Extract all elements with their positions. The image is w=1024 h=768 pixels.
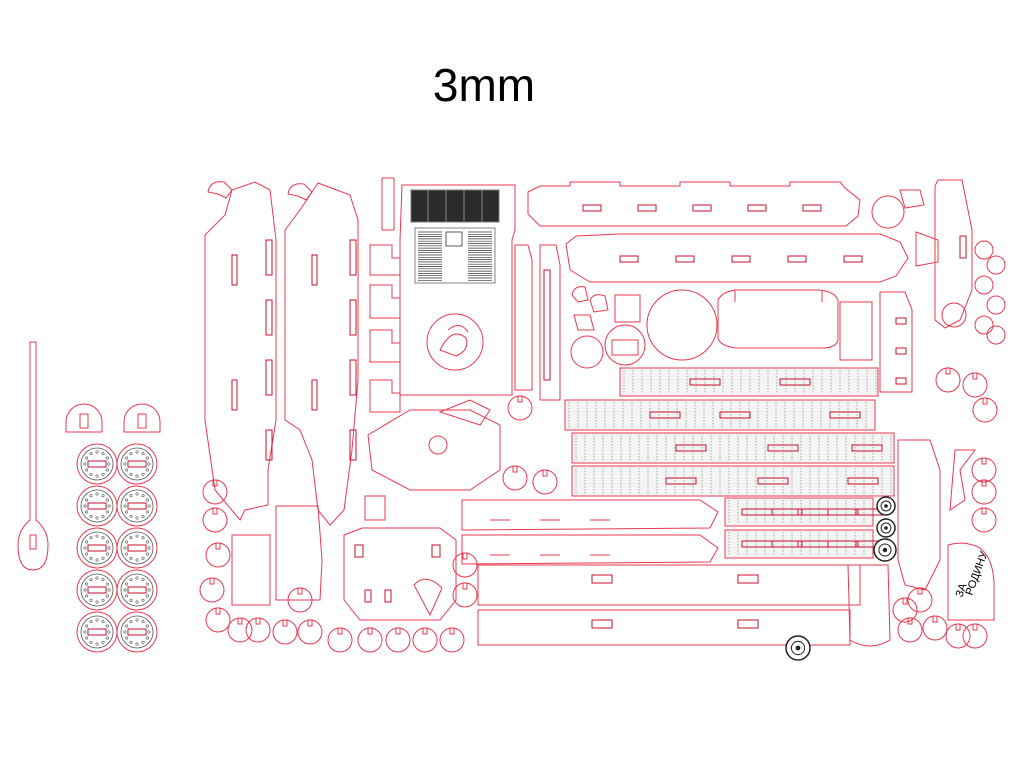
washer [385, 627, 411, 653]
vertical-strip [514, 244, 561, 401]
track-panel [571, 432, 895, 464]
engraving-text-rodinu: РОДИНУ [964, 549, 991, 597]
road-wheel [116, 569, 158, 611]
sprocket-wheel [873, 538, 897, 562]
washer-parts [199, 367, 998, 653]
road-wheel [116, 527, 158, 569]
track-panel [724, 529, 887, 559]
washer [892, 597, 918, 623]
connector-column [369, 177, 401, 413]
washer [907, 587, 933, 613]
track-guard-second [565, 233, 909, 283]
washer [227, 617, 253, 643]
sprocket-wheel [876, 518, 896, 538]
track-panel [724, 497, 887, 527]
track-panel [564, 399, 876, 431]
washer [971, 507, 997, 533]
washer [297, 619, 323, 645]
engine-deck [399, 184, 516, 396]
washer [897, 617, 923, 643]
hull-side-right [284, 182, 359, 526]
curved-piece-right [847, 439, 976, 647]
hull-side-left [204, 181, 277, 521]
tag-pieces [65, 403, 161, 433]
washer [452, 552, 478, 578]
washer [452, 582, 478, 608]
track-link-panels [564, 367, 895, 559]
road-wheel [76, 611, 118, 653]
hook-pieces [207, 181, 313, 201]
road-wheel [116, 443, 158, 485]
sheet-title: 3mm [432, 59, 536, 111]
washer [412, 627, 438, 653]
road-wheel [116, 485, 158, 527]
road-wheel [76, 527, 118, 569]
washer [502, 465, 528, 491]
road-wheel [76, 569, 118, 611]
washer [205, 607, 231, 633]
washer [971, 479, 997, 505]
washer [199, 577, 225, 603]
track-panel [619, 367, 879, 397]
washer [945, 623, 971, 649]
sprocket-wheels [785, 496, 897, 661]
washer [922, 615, 948, 641]
washer [962, 372, 988, 398]
washer [205, 542, 231, 568]
sprocket-wheel [876, 496, 896, 516]
washer [357, 627, 383, 653]
washer [287, 587, 313, 613]
lower-hull-panels [461, 499, 861, 646]
hull-front-plate [367, 399, 501, 491]
washer [962, 623, 988, 649]
rear-hull-panel [343, 527, 457, 621]
washer [327, 627, 353, 653]
engraving-text-za: ЗА [954, 581, 970, 599]
track-guard-top [527, 181, 861, 227]
washer [245, 617, 271, 643]
washer [935, 367, 961, 393]
antenna-part [17, 341, 49, 571]
right-small-parts [839, 179, 1006, 393]
turret-plate-engraved: ЗА РОДИНУ [947, 542, 995, 621]
washer [972, 397, 998, 423]
sprocket-wheel [785, 635, 811, 661]
road-wheel [116, 611, 158, 653]
washer [507, 395, 533, 421]
road-wheel [76, 443, 118, 485]
turret-round-parts [570, 286, 839, 369]
washer [202, 507, 228, 533]
washer [202, 479, 228, 505]
washer [439, 627, 465, 653]
washer [532, 469, 558, 495]
washer [272, 619, 298, 645]
road-wheel [76, 485, 118, 527]
track-panel [571, 465, 895, 497]
washer [971, 457, 997, 483]
box-parts [231, 495, 386, 606]
road-wheels-group [76, 443, 158, 653]
